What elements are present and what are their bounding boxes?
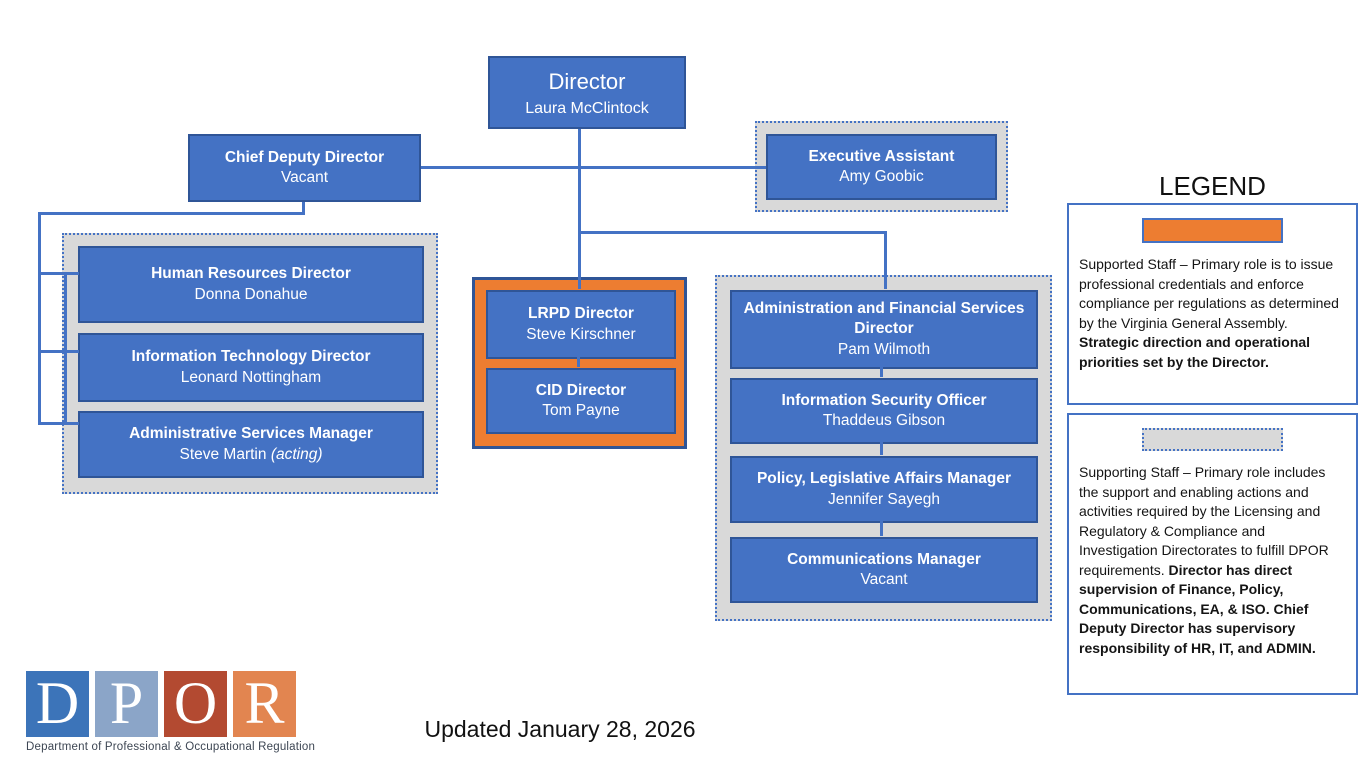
- connector-stub-it: [38, 350, 79, 353]
- node-cid-director: CID Director Tom Payne: [486, 368, 676, 434]
- node-hr-title: Human Resources Director: [151, 265, 351, 283]
- connector-stub-admin: [38, 422, 79, 425]
- connector-left-rail-inner: [64, 273, 67, 425]
- connector-top-horizontal: [421, 166, 766, 169]
- connector-left-rail-outer: [38, 212, 41, 425]
- legend-supported-text: Supported Staff – Primary role is to iss…: [1079, 256, 1339, 370]
- node-lrpd-title: LRPD Director: [528, 305, 634, 323]
- connector-director-down: [578, 128, 581, 289]
- node-lrpd-name: Steve Kirschner: [526, 325, 636, 343]
- node-admin-services-name: Steve Martin (acting): [179, 445, 323, 463]
- node-chief-deputy-director: Chief Deputy Director Vacant: [188, 134, 421, 202]
- connector-policy-comm: [880, 521, 883, 536]
- node-policy-legislative-affairs-manager: Policy, Legislative Affairs Manager Jenn…: [730, 456, 1038, 523]
- node-information-security-officer: Information Security Officer Thaddeus Gi…: [730, 378, 1038, 444]
- node-director-title: Director: [548, 69, 626, 94]
- connector-lrpd-cid: [577, 356, 580, 367]
- logo-letter-o: O: [164, 671, 227, 737]
- node-afs-name: Pam Wilmoth: [837, 340, 931, 358]
- legend-title: LEGEND: [1159, 171, 1266, 201]
- node-executive-assistant: Executive Assistant Amy Goobic: [766, 134, 997, 200]
- node-admin-services-title: Administrative Services Manager: [129, 425, 373, 443]
- logo-tagline: Department of Professional & Occupationa…: [26, 741, 316, 753]
- logo-letter-r: R: [233, 671, 296, 737]
- connector-chief-down: [302, 201, 305, 214]
- node-information-technology-director: Information Technology Director Leonard …: [78, 333, 424, 402]
- legend-supporting-box: Supporting Staff – Primary role includes…: [1067, 413, 1358, 695]
- connector-chief-horizontal: [38, 212, 305, 215]
- node-human-resources-director: Human Resources Director Donna Donahue: [78, 246, 424, 323]
- dpor-logo-letters: D P O R: [26, 671, 315, 737]
- legend-supporting-text: Supporting Staff – Primary role includes…: [1079, 464, 1329, 656]
- dpor-logo: D P O R Department of Professional & Occ…: [26, 671, 315, 753]
- node-it-title: Information Technology Director: [131, 348, 371, 366]
- executive-assistant-container: Executive Assistant Amy Goobic: [755, 121, 1008, 212]
- node-cid-name: Tom Payne: [542, 402, 620, 419]
- connector-iso-policy: [880, 442, 883, 455]
- left-supporting-group: Human Resources Director Donna Donahue I…: [62, 233, 438, 494]
- connector-stub-hr: [38, 272, 79, 275]
- node-administrative-services-manager: Administrative Services Manager Steve Ma…: [78, 411, 424, 478]
- node-communications-title: Communications Manager: [787, 550, 981, 568]
- connector-right-horizontal: [578, 231, 887, 234]
- right-supporting-group: Administration and Financial Services Di…: [715, 275, 1052, 621]
- node-policy-title: Policy, Legislative Affairs Manager: [756, 470, 1012, 488]
- node-director-name: Laura McClintock: [525, 99, 649, 117]
- connector-afs-iso: [880, 367, 883, 377]
- node-afs-title: Administration and Financial Services Di…: [743, 299, 1025, 338]
- node-cid-title: CID Director: [535, 381, 627, 399]
- node-lrpd-director: LRPD Director Steve Kirschner: [486, 290, 676, 359]
- node-executive-assistant-name: Amy Goobic: [839, 168, 924, 185]
- logo-letter-p: P: [95, 671, 158, 737]
- node-administration-financial-services-director: Administration and Financial Services Di…: [730, 290, 1038, 369]
- node-director: Director Laura McClintock: [488, 56, 686, 129]
- node-chief-deputy-name: Vacant: [280, 169, 329, 186]
- node-hr-name: Donna Donahue: [194, 285, 308, 303]
- node-communications-name: Vacant: [860, 571, 908, 588]
- acting-note: (acting): [270, 445, 323, 463]
- node-chief-deputy-title: Chief Deputy Director: [224, 148, 385, 166]
- node-it-name: Leonard Nottingham: [180, 368, 322, 386]
- center-supported-group: LRPD Director Steve Kirschner CID Direct…: [472, 277, 687, 449]
- supporting-staff-swatch: [1142, 428, 1283, 451]
- node-executive-assistant-title: Executive Assistant: [808, 147, 955, 165]
- legend-supported-box: Supported Staff – Primary role is to iss…: [1067, 203, 1358, 405]
- logo-letter-d: D: [26, 671, 89, 737]
- node-iso-title: Information Security Officer: [781, 391, 987, 409]
- node-iso-name: Thaddeus Gibson: [822, 412, 946, 429]
- updated-date: Updated January 28, 2026: [424, 716, 696, 742]
- connector-right-down: [884, 231, 887, 289]
- node-communications-manager: Communications Manager Vacant: [730, 537, 1038, 603]
- node-policy-name: Jennifer Sayegh: [827, 490, 941, 508]
- supported-staff-swatch: [1142, 218, 1283, 243]
